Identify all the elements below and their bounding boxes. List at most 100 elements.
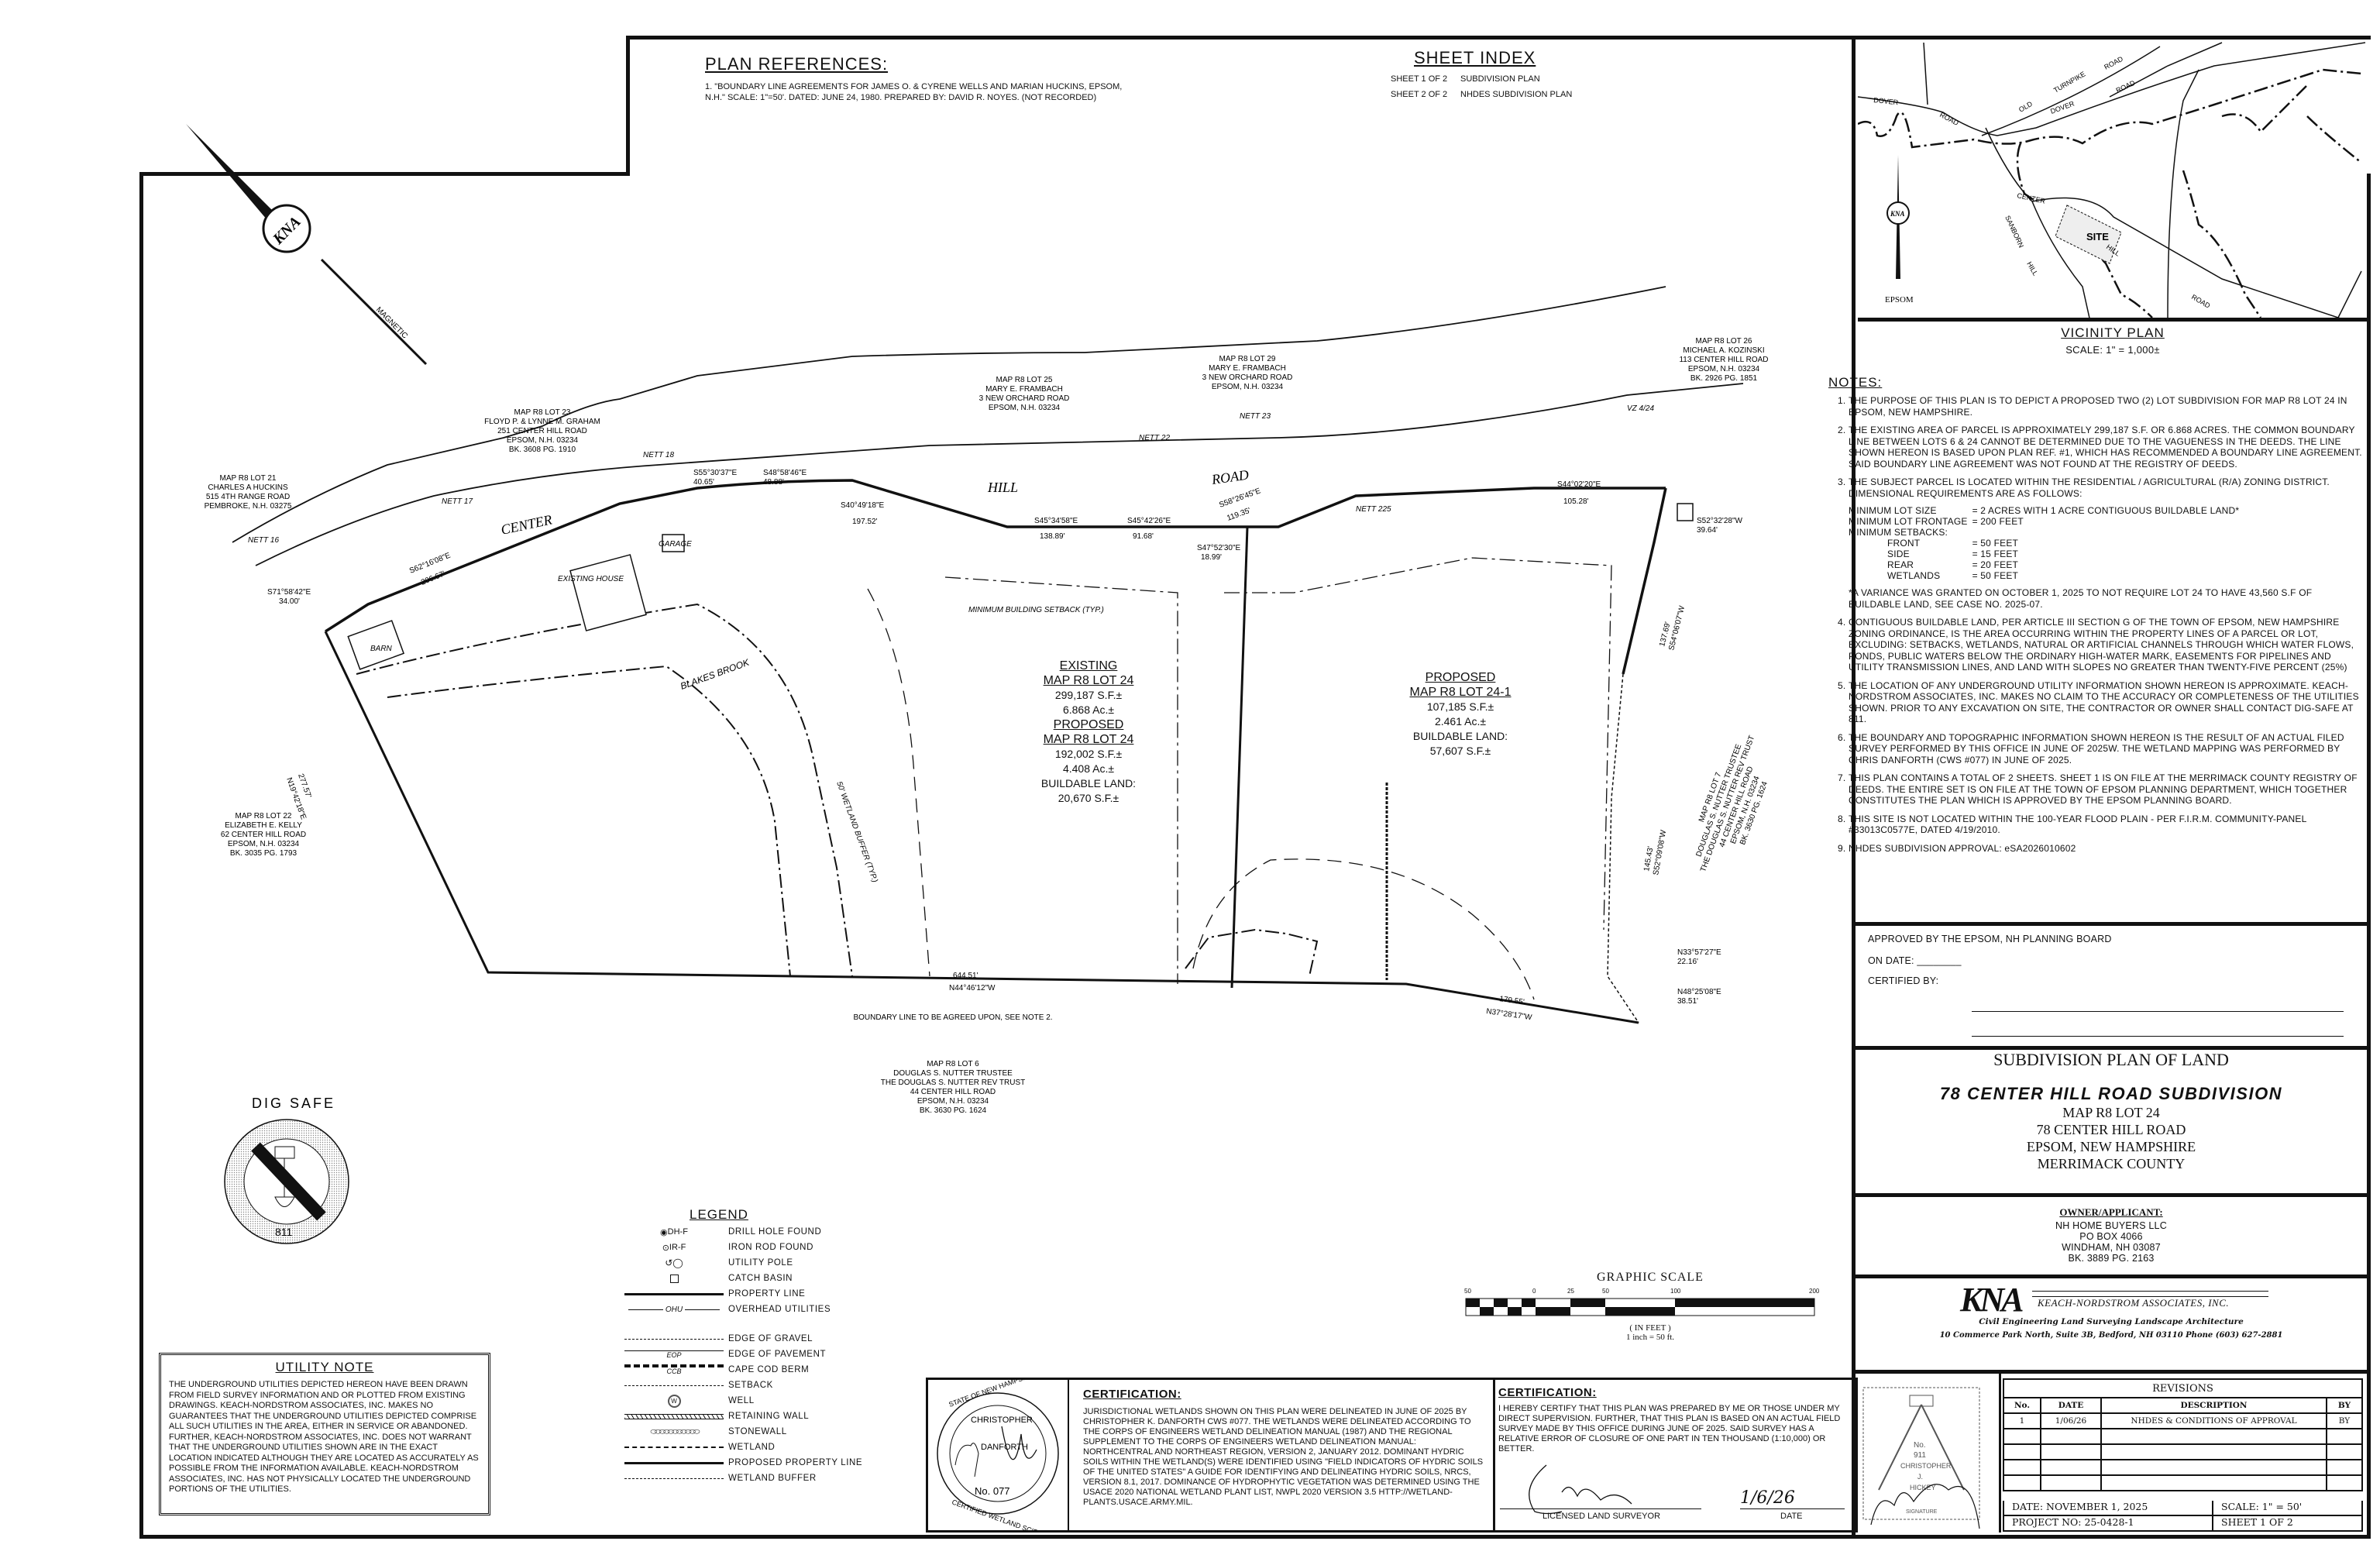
svg-text:BOUNDARY LINE TO BE AGREED UPO: BOUNDARY LINE TO BE AGREED UPON, SEE NOT… bbox=[853, 1013, 1052, 1022]
svg-text:50' WETLAND BUFFER (TYP.): 50' WETLAND BUFFER (TYP.) bbox=[834, 780, 879, 883]
svg-text:MARY E. FRAMBACH: MARY E. FRAMBACH bbox=[985, 385, 1063, 394]
svg-text:EPSOM, N.H. 03234: EPSOM, N.H. 03234 bbox=[917, 1097, 989, 1106]
sheet-border bbox=[139, 174, 2371, 1539]
svg-text:ROAD: ROAD bbox=[2103, 54, 2124, 71]
right-panel-divider bbox=[1852, 36, 1856, 1539]
lot-area-sf: 107,185 S.F.± bbox=[1426, 700, 1494, 713]
svg-text:GARAGE: GARAGE bbox=[659, 540, 692, 549]
dim-value: = 200 FEET bbox=[1972, 516, 2024, 527]
dim-value: = 20 FEET bbox=[1972, 559, 2019, 570]
svg-text:251 CENTER HILL ROAD: 251 CENTER HILL ROAD bbox=[497, 427, 587, 435]
sheet-index-row[interactable]: SHEET 2 OF 2 NHDES SUBDIVISION PLAN bbox=[1391, 90, 1623, 101]
revisions-block: No. 911 CHRISTOPHER J. HICKEY SIGNATURE … bbox=[1856, 1374, 2367, 1535]
signature-line[interactable] bbox=[1972, 1011, 2344, 1012]
wetland-buffer-icon bbox=[624, 1477, 724, 1479]
svg-text:SIGNATURE: SIGNATURE bbox=[1906, 1509, 1938, 1515]
svg-text:EPSOM, N.H. 03234: EPSOM, N.H. 03234 bbox=[228, 840, 300, 848]
rev-date: 1/06/26 bbox=[2040, 1412, 2102, 1429]
north-arrow-icon: KNA MAGNETIC bbox=[186, 124, 428, 366]
firm-name: KEACH-NORDSTROM ASSOCIATES, INC. bbox=[2038, 1297, 2230, 1309]
sheet-index-row[interactable]: SHEET 1 OF 2 SUBDIVISION PLAN bbox=[1391, 74, 1623, 85]
note-item: THE PURPOSE OF THIS PLAN IS TO DEPICT A … bbox=[1849, 395, 2363, 418]
drill-hole-icon: ◉ bbox=[660, 1227, 668, 1237]
dim-value: = 15 FEET bbox=[1972, 549, 2019, 559]
project-number: PROJECT NO: 25-0428-1 bbox=[2004, 1516, 2213, 1530]
owner-line: PO BOX 4066 bbox=[2079, 1231, 2143, 1242]
svg-text:N44°46'12"W: N44°46'12"W bbox=[949, 984, 996, 992]
owner-line: BK. 3889 PG. 2163 bbox=[2068, 1253, 2155, 1264]
legend-title: LEGEND bbox=[690, 1207, 748, 1222]
title-line: 78 CENTER HILL ROAD bbox=[2036, 1122, 2186, 1137]
signature-line[interactable] bbox=[1972, 1036, 2344, 1037]
plan-reference-item: 1. "BOUNDARY LINE AGREEMENTS FOR JAMES O… bbox=[705, 82, 1123, 102]
vicinity-town-label: EPSOM bbox=[1885, 295, 1914, 304]
sheet-index: SHEET INDEX SHEET 1 OF 2 SUBDIVISION PLA… bbox=[1391, 48, 1623, 100]
svg-text:N37°28'17"W: N37°28'17"W bbox=[1486, 1007, 1533, 1022]
legend-item: PROPERTY LINE bbox=[620, 1286, 899, 1302]
svg-text:39.64': 39.64' bbox=[1697, 526, 1718, 535]
revisions-table: REVISIONS No. DATE DESCRIPTION BY 1 1/06… bbox=[2003, 1378, 2363, 1491]
svg-text:NETT 17: NETT 17 bbox=[442, 497, 473, 506]
svg-text:BK. 3630 PG. 1624: BK. 3630 PG. 1624 bbox=[920, 1106, 987, 1115]
sheet-number: SHEET 2 OF 2 bbox=[1391, 89, 1448, 99]
lot-heading: MAP R8 LOT 24-1 bbox=[1409, 686, 1512, 699]
svg-text:HILL: HILL bbox=[2025, 260, 2039, 277]
svg-text:S45°34'58"E: S45°34'58"E bbox=[1034, 517, 1078, 525]
lot-area-acres: 2.461 Ac.± bbox=[1434, 715, 1487, 728]
owner-title: OWNER/APPLICANT: bbox=[2059, 1206, 2163, 1218]
svg-text:S47°52'30"E: S47°52'30"E bbox=[1197, 544, 1240, 552]
note-item: THE BOUNDARY AND TOPOGRAPHIC INFORMATION… bbox=[1849, 732, 2363, 766]
svg-text:MAP R8 LOT 23: MAP R8 LOT 23 bbox=[514, 408, 571, 417]
legend-item: OHU OVERHEAD UTILITIES bbox=[620, 1302, 899, 1317]
approval-date[interactable]: ON DATE: ________ bbox=[1868, 955, 1962, 966]
svg-text:BK. 3035 PG. 1793: BK. 3035 PG. 1793 bbox=[230, 849, 298, 858]
svg-text:644.51': 644.51' bbox=[953, 972, 978, 980]
survey-certification: CERTIFICATION: I HEREBY CERTIFY THAT THI… bbox=[1492, 1378, 1858, 1533]
svg-text:S52°32'28"W: S52°32'28"W bbox=[1697, 517, 1742, 525]
legend-item: CATCH BASIN bbox=[620, 1271, 899, 1286]
svg-text:22.16': 22.16' bbox=[1677, 958, 1698, 966]
svg-text:NETT 23: NETT 23 bbox=[1240, 412, 1271, 421]
svg-text:3 NEW ORCHARD ROAD: 3 NEW ORCHARD ROAD bbox=[979, 394, 1070, 403]
svg-text:197.52': 197.52' bbox=[852, 518, 878, 526]
surveyor-signature-line[interactable] bbox=[1500, 1508, 1701, 1509]
scale-tick-label: 100 bbox=[1670, 1288, 1681, 1295]
svg-text:CHRISTOPHER: CHRISTOPHER bbox=[1900, 1462, 1952, 1470]
svg-text:18.99': 18.99' bbox=[1201, 553, 1222, 562]
svg-text:EPSOM, N.H. 03234: EPSOM, N.H. 03234 bbox=[1688, 365, 1760, 373]
svg-text:119.35': 119.35' bbox=[1226, 507, 1252, 523]
wetland-line-icon bbox=[624, 1447, 724, 1448]
revision-row bbox=[2003, 1474, 2363, 1491]
rev-header-description: DESCRIPTION bbox=[2100, 1397, 2327, 1414]
svg-text:515 4TH RANGE ROAD: 515 4TH RANGE ROAD bbox=[206, 493, 290, 501]
title-line: MAP R8 LOT 24 bbox=[2062, 1105, 2160, 1120]
dim-label: SIDE bbox=[1887, 549, 1910, 559]
svg-text:MARY E. FRAMBACH: MARY E. FRAMBACH bbox=[1209, 364, 1286, 373]
rev-header-date: DATE bbox=[2040, 1397, 2102, 1414]
revision-row bbox=[2003, 1443, 2363, 1460]
sheet-number: SHEET 1 OF 2 bbox=[2221, 1516, 2293, 1528]
svg-text:THE DOUGLAS S. NUTTER REV TRUS: THE DOUGLAS S. NUTTER REV TRUST bbox=[881, 1078, 1026, 1087]
svg-text:KNA: KNA bbox=[1890, 210, 1905, 218]
scale-tick-label: 0 bbox=[1532, 1288, 1536, 1295]
vicinity-plan-title: VICINITY PLAN bbox=[2061, 325, 2165, 340]
lot-info-existing-proposed-24: EXISTING MAP R8 LOT 24 299,187 S.F.± 6.8… bbox=[1019, 659, 1158, 806]
firm-services: Civil Engineering Land Surveying Landsca… bbox=[1979, 1317, 2244, 1326]
svg-text:OLD: OLD bbox=[2017, 100, 2034, 114]
vicinity-plan-caption: VICINITY PLAN SCALE: 1" = 1,000± bbox=[1858, 325, 2368, 356]
svg-text:N48°25'08"E: N48°25'08"E bbox=[1677, 988, 1721, 996]
date-line[interactable] bbox=[1740, 1508, 1845, 1509]
lot-area-sf: 299,187 S.F.± bbox=[1054, 689, 1123, 701]
rev-header-by: BY bbox=[2326, 1397, 2363, 1414]
svg-text:BARN: BARN bbox=[370, 645, 393, 653]
note-item: NHDES SUBDIVISION APPROVAL: eSA202601060… bbox=[1849, 843, 2363, 855]
scale-bar: 50 0 25 50 100 200 bbox=[1464, 1288, 1836, 1323]
dim-label: WETLANDS bbox=[1887, 570, 1941, 581]
sheet-border-top-left bbox=[139, 172, 628, 176]
svg-text:S45°42'26"E: S45°42'26"E bbox=[1127, 517, 1171, 525]
lot-area-sf: 192,002 S.F.± bbox=[1054, 748, 1123, 760]
svg-text:HICKEY: HICKEY bbox=[1910, 1484, 1936, 1491]
plan-scale: SCALE: 1" = 50' bbox=[2213, 1501, 2361, 1516]
svg-text:VZ 4/24: VZ 4/24 bbox=[1627, 404, 1654, 413]
